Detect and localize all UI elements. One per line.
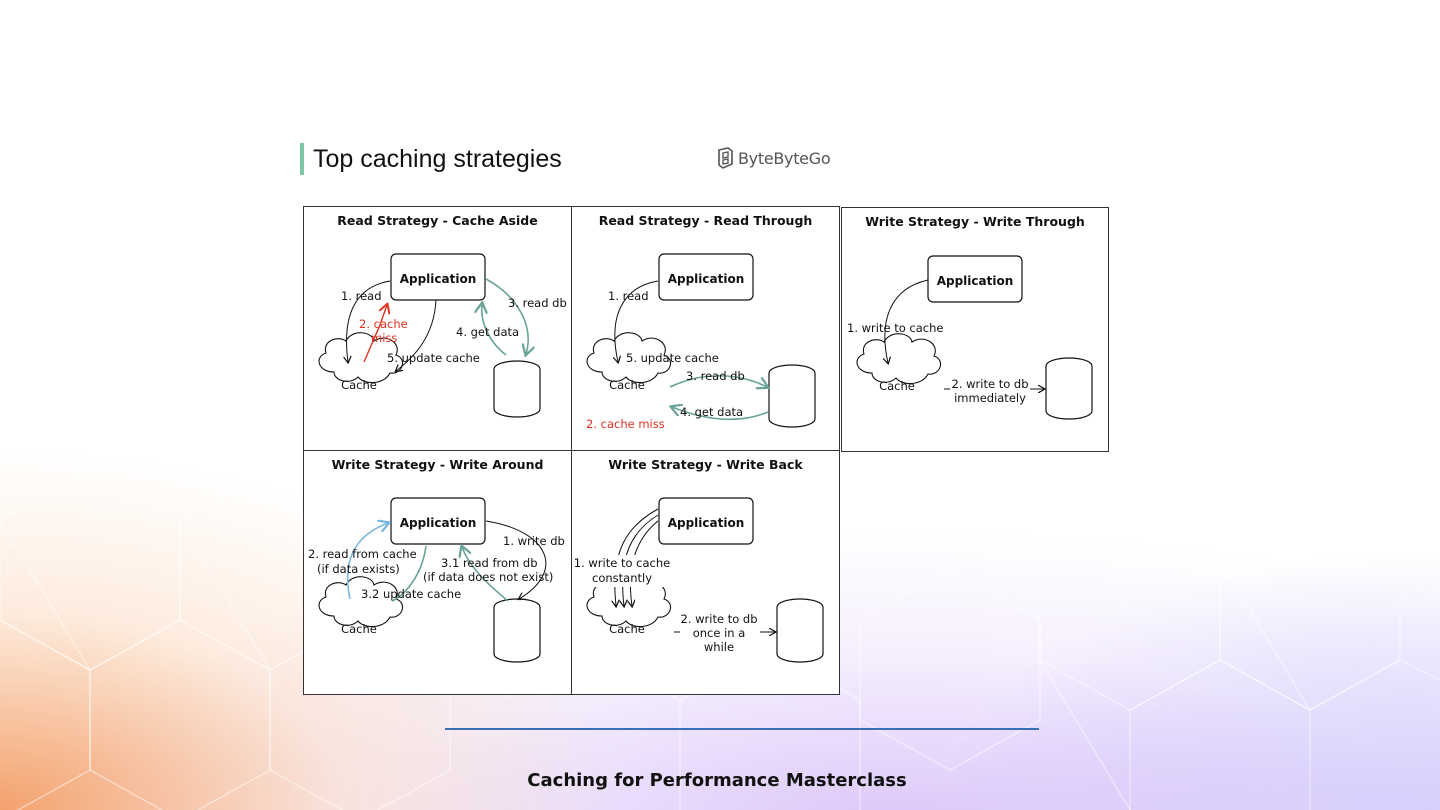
read-label: 1. read [341,289,382,303]
get-data-label: 4. get data [680,405,743,419]
write-db-arrow [485,520,547,599]
panel-write-through: Write Strategy - Write Through Applicati… [841,207,1109,452]
update-cache-label: 3.2 update cache [361,587,461,601]
panel-title: Read Strategy - Read Through [598,213,813,228]
application-label: Application [668,516,745,530]
write-db-label-1: 2. write to db [952,377,1029,391]
write-cache-label-2: constantly [592,571,652,585]
read-label: 1. read [608,289,649,303]
write-cache-arrow-2 [623,514,659,606]
update-cache-label: 5. update cache [387,351,480,365]
footer-divider [445,728,1039,730]
cache-cloud-icon [318,576,404,628]
get-data-label: 4. get data [456,325,519,339]
panel-read-through: Read Strategy - Read Through Application… [571,206,840,451]
database-cylinder-icon [493,598,541,663]
footer-title: Caching for Performance Masterclass [0,770,1440,791]
write-cache-arrow-1 [615,508,659,606]
cache-label: Cache [609,378,645,392]
application-box [927,255,1023,303]
panel-cache-aside: Read Strategy - Cache Aside Application … [303,206,572,451]
write-cache-label-1: 1. write to cache [574,556,670,570]
slide-title-wrap: Top caching strategies [300,143,562,175]
write-db-label: 1. write db [503,534,565,548]
cache-miss-arrow [363,305,387,363]
panel-title: Write Strategy - Write Through [865,214,1085,229]
read-arrow [347,280,391,362]
application-box [390,253,486,301]
read-arrow [615,280,659,362]
write-db-label-2: immediately [954,391,1026,405]
write-db-label-1: 2. write to db [681,612,758,626]
bytebytego-logo-icon [718,147,733,169]
footer-text: Caching for Performance Masterclass [527,770,907,791]
get-data-arrow [482,304,507,356]
cache-label: Cache [879,379,915,393]
read-db-arrow [485,278,528,354]
read-cache-arrow [346,523,388,600]
cache-label: Cache [341,378,377,392]
title-accent-bar [300,143,304,175]
write-cache-arrow-3 [630,520,659,606]
read-db-label: 3. read db [508,296,567,310]
write-back-diagram: Application Cache 1. write to cache cons… [574,497,824,663]
read-db-label: 3. read db [686,369,745,383]
read-db-arrow [669,375,767,387]
panel-write-back: Write Strategy - Write Back Application … [571,450,840,695]
cache-miss-label-2: miss [371,331,397,345]
write-through-diagram: Application Cache 1. write to cache 2. w… [847,255,1093,420]
slide-title: Top caching strategies [313,144,562,173]
read-db-arrow [462,547,509,602]
database-cylinder-icon [1045,357,1093,420]
read-cache-label-1: 2. read from cache [308,547,417,561]
read-db-label-2: (if data does not exist) [423,570,553,584]
write-cache-arrow [885,279,929,363]
write-db-label-3: while [704,640,734,654]
write-around-diagram: Application Cache 1. write db 2. read fr… [308,497,565,663]
read-cache-label-2: (if data exists) [317,562,400,576]
panel-write-around: Write Strategy - Write Around Applicatio… [303,450,572,695]
panel-title: Read Strategy - Cache Aside [337,213,538,228]
cache-miss-label: 2. cache miss [586,417,665,431]
update-cache-line [391,545,427,602]
cache-label: Cache [609,622,645,636]
cache-cloud-icon [318,332,404,384]
database-cylinder-icon [493,360,541,418]
get-data-arrow [672,407,769,421]
read-through-diagram: Application Cache 1. read 5. update cach… [586,253,816,431]
read-db-label-1: 3.1 read from db [441,556,538,570]
write-cache-label: 1. write to cache [847,321,943,335]
cache-cloud-icon [586,332,672,384]
application-box [658,253,754,301]
write-db-label-2: once in a [693,626,746,640]
application-box [658,497,754,545]
brand-name: ByteByteGo [738,148,831,168]
brand-logo: ByteByteGo [716,147,831,169]
panel-title: Write Strategy - Write Back [608,457,803,472]
update-cache-arrow [396,299,437,371]
panel-title: Write Strategy - Write Around [331,457,544,472]
update-cache-label: 5. update cache [626,351,719,365]
application-label: Application [400,272,477,286]
application-label: Application [937,274,1014,288]
database-cylinder-icon [768,364,816,428]
cache-label: Cache [341,622,377,636]
cache-aside-diagram: Application Cache 1. read 2. cache miss … [318,253,567,418]
application-label: Application [400,516,477,530]
cache-cloud-icon [856,333,942,385]
cache-miss-label-1: 2. cache [359,317,408,331]
database-cylinder-icon [776,598,824,663]
application-label: Application [668,272,745,286]
